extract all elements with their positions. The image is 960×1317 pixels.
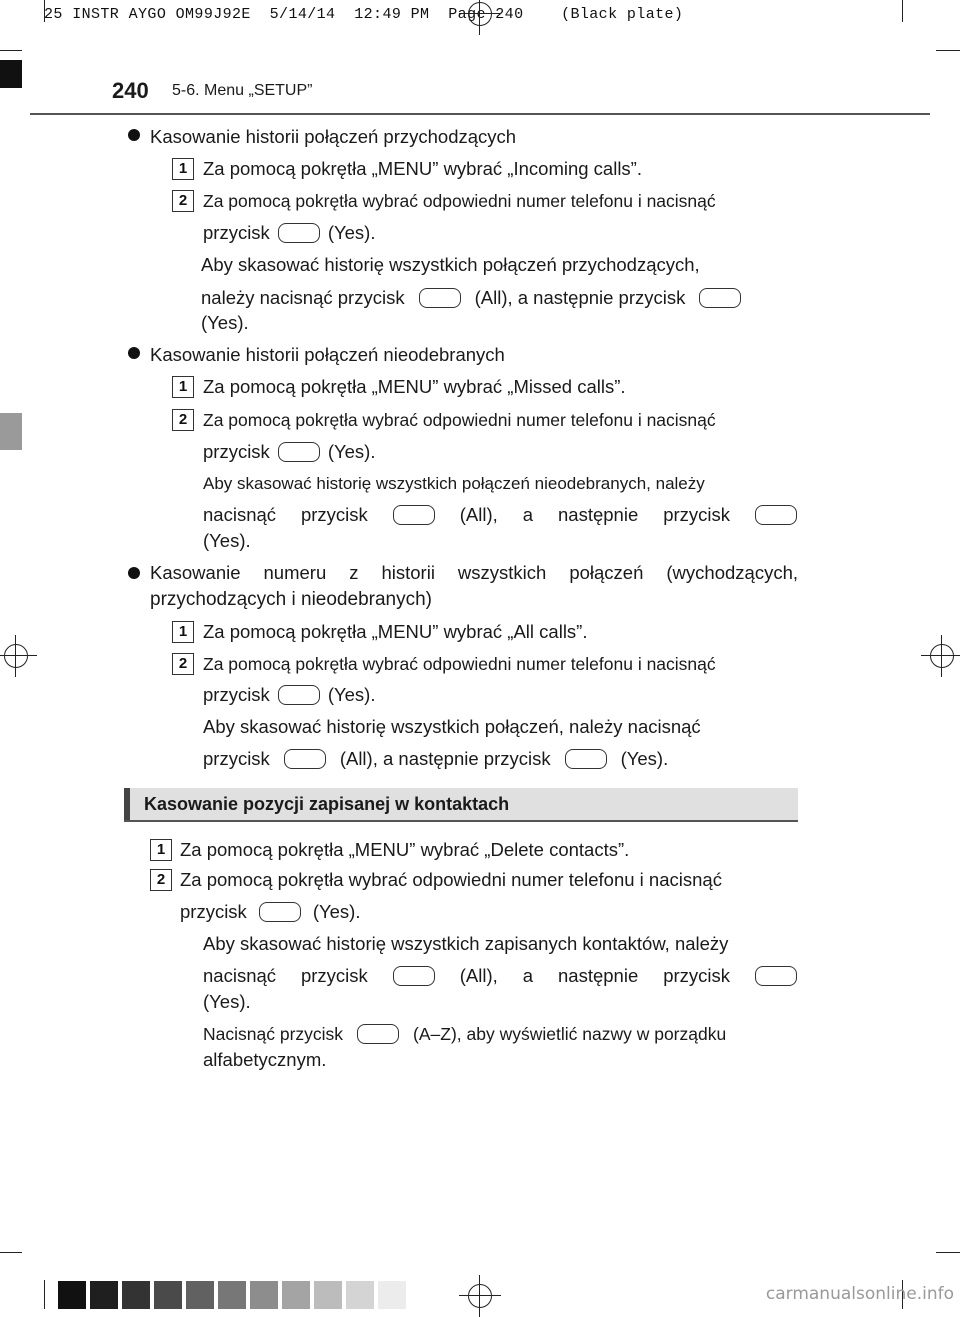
- crop-mark: [0, 1252, 22, 1253]
- note-text: należy nacisnąć przycisk(All), a następn…: [201, 283, 749, 313]
- az-key-icon: [357, 1024, 400, 1044]
- note-text: Aby skasować historię wszystkich połącze…: [201, 254, 700, 275]
- bullet-icon: [128, 129, 140, 141]
- step-number: 1: [172, 621, 194, 643]
- color-swatch: [250, 1281, 278, 1309]
- crop-mark: [902, 0, 903, 22]
- crop-mark: [936, 50, 960, 51]
- step-text: Za pomocą pokrętła „MENU” wybrać „All ca…: [203, 621, 588, 642]
- step-text: przycisk(Yes).: [203, 441, 376, 462]
- section-title: 5-6. Menu „SETUP”: [172, 82, 313, 99]
- step-text: przycisk(Yes).: [203, 684, 376, 705]
- yes-key-icon: [754, 505, 797, 525]
- yes-key-icon: [277, 442, 320, 462]
- all-key-icon: [392, 505, 435, 525]
- color-swatch: [314, 1281, 342, 1309]
- color-swatch: [282, 1281, 310, 1309]
- bullet-missed: Kasowanie historii połączeń nieodebranyc…: [128, 340, 505, 370]
- step-text: Za pomocą pokrętła „MENU” wybrać „Missed…: [203, 376, 626, 397]
- crop-mark: [0, 50, 22, 51]
- color-swatch: [154, 1281, 182, 1309]
- registration-mark-icon: [921, 635, 960, 677]
- chapter-tab: [0, 413, 22, 450]
- step-number: 2: [172, 409, 194, 431]
- step-number: 1: [172, 158, 194, 180]
- bullet-icon: [128, 347, 140, 359]
- watermark: carmanualsonline.info: [765, 1284, 954, 1304]
- registration-mark-icon: [459, 0, 501, 35]
- note-text: Nacisnąć przycisk(A–Z), aby wyświetlić n…: [203, 1024, 727, 1044]
- header-rule: [30, 113, 930, 115]
- step-text: Za pomocą pokrętła wybrać odpowiedni num…: [180, 869, 722, 890]
- crop-mark: [44, 0, 45, 22]
- color-swatch: [58, 1281, 86, 1309]
- step-number: 2: [172, 190, 194, 212]
- bullet-all-calls: Kasowanie numeru z historii wszystkich p…: [128, 558, 798, 588]
- step-text: Za pomocą pokrętła „MENU” wybrać „Incomi…: [203, 158, 642, 179]
- crop-mark: [902, 1280, 903, 1309]
- note-text: (Yes).: [203, 991, 251, 1012]
- note-text: Aby skasować historię wszystkich zapisan…: [203, 933, 729, 954]
- crop-mark: [44, 1280, 45, 1309]
- note-text: alfabetycznym.: [203, 1049, 327, 1070]
- yes-key-icon: [564, 749, 607, 769]
- page-number: 240: [112, 78, 149, 103]
- section-rule: [124, 820, 798, 822]
- note-text: Aby skasować historię wszystkich połącze…: [203, 716, 701, 737]
- color-swatch: [90, 1281, 118, 1309]
- note-text: przycisk(All), a następnie przycisk(Yes)…: [203, 748, 669, 769]
- yes-key-icon: [258, 902, 301, 922]
- color-swatch: [218, 1281, 246, 1309]
- step-number: 1: [172, 376, 194, 398]
- note-text: Aby skasować historię wszystkich połącze…: [203, 474, 705, 493]
- yes-key-icon: [754, 966, 797, 986]
- step-text: Za pomocą pokrętła wybrać odpowiedni num…: [203, 654, 716, 674]
- section-heading: Kasowanie pozycji zapisanej w kontaktach: [124, 788, 798, 821]
- color-swatch: [378, 1281, 406, 1309]
- yes-key-icon: [277, 685, 320, 705]
- step-text: przycisk(Yes).: [203, 222, 376, 243]
- step-number: 2: [150, 869, 172, 891]
- bullet-text: przychodzących i nieodebranych): [150, 589, 432, 610]
- bullet-icon: [128, 567, 140, 579]
- color-swatch: [186, 1281, 214, 1309]
- all-key-icon: [418, 288, 461, 308]
- all-key-icon: [283, 749, 326, 769]
- yes-key-icon: [699, 288, 742, 308]
- step-text: Za pomocą pokrętła „MENU” wybrać „Delete…: [180, 839, 630, 860]
- bullet-incoming: Kasowanie historii połączeń przychodzący…: [128, 122, 516, 152]
- registration-mark-icon: [0, 635, 37, 677]
- step-number: 1: [150, 839, 172, 861]
- color-swatch: [346, 1281, 374, 1309]
- thumb-tab: [0, 60, 22, 88]
- step-text: Za pomocą pokrętła wybrać odpowiedni num…: [203, 191, 716, 211]
- crop-mark: [936, 1252, 960, 1253]
- note-text: (Yes).: [203, 530, 251, 551]
- color-swatch: [122, 1281, 150, 1309]
- print-slug: 25 INSTR AYGO OM99J92E 5/14/14 12:49 PM …: [44, 6, 684, 23]
- yes-key-icon: [277, 223, 320, 243]
- note-text: (Yes).: [201, 312, 249, 333]
- step-text: Za pomocą pokrętła wybrać odpowiedni num…: [203, 410, 716, 430]
- step-text: przycisk(Yes).: [180, 901, 361, 922]
- registration-mark-icon: [459, 1275, 501, 1317]
- step-number: 2: [172, 653, 194, 675]
- all-key-icon: [392, 966, 435, 986]
